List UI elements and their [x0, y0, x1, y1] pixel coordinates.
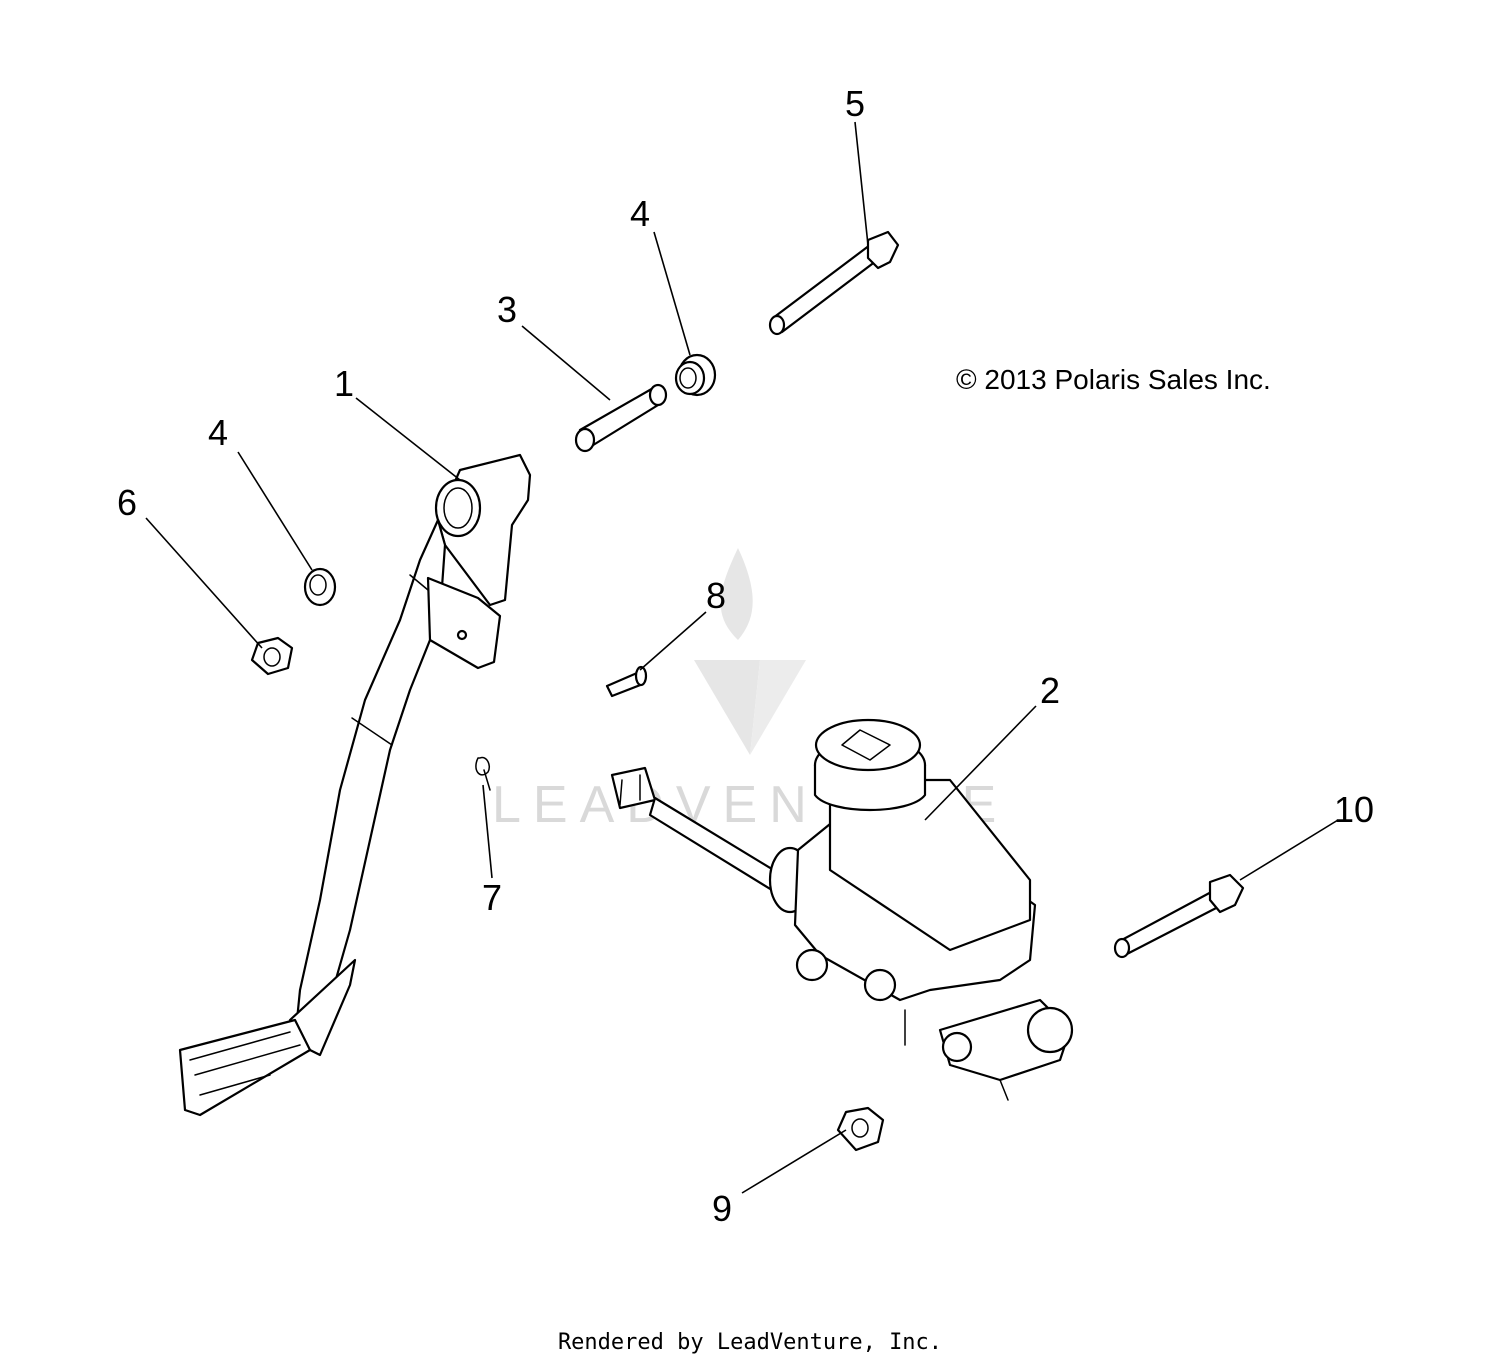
- leader-lines: [145, 121, 1339, 1194]
- callout-9: 9: [712, 1188, 732, 1229]
- callout-3: 3: [497, 289, 517, 330]
- callout-6: 6: [117, 482, 137, 523]
- bushing-left: [303, 567, 337, 607]
- cylinder-nut: [836, 1106, 885, 1152]
- callout-1: 1: [334, 363, 354, 404]
- clevis-pin: [605, 665, 648, 698]
- callout-8: 8: [706, 575, 726, 616]
- pivot-bolt: [768, 230, 900, 336]
- cotter-pin: [475, 756, 491, 791]
- pivot-sleeve: [574, 383, 668, 453]
- bushing-upper: [674, 353, 717, 397]
- callout-2: 2: [1040, 670, 1060, 711]
- master-cylinder: [610, 718, 1074, 1101]
- mounting-bolt: [1113, 873, 1245, 959]
- callout-7: 7: [482, 877, 502, 918]
- callout-4-left: 4: [208, 412, 228, 453]
- callout-labels: 1 2 3 4 4 5 6 7 8 9 10: [117, 83, 1374, 1229]
- copyright-notice: © 2013 Polaris Sales Inc.: [956, 364, 1271, 395]
- callout-4-upper: 4: [630, 193, 650, 234]
- watermark-logo-icon: [694, 548, 806, 755]
- callout-10: 10: [1334, 789, 1374, 830]
- callout-5: 5: [845, 83, 865, 124]
- footer-credit: Rendered by LeadVenture, Inc.: [557, 1330, 943, 1355]
- brake-pedal: [178, 453, 532, 1117]
